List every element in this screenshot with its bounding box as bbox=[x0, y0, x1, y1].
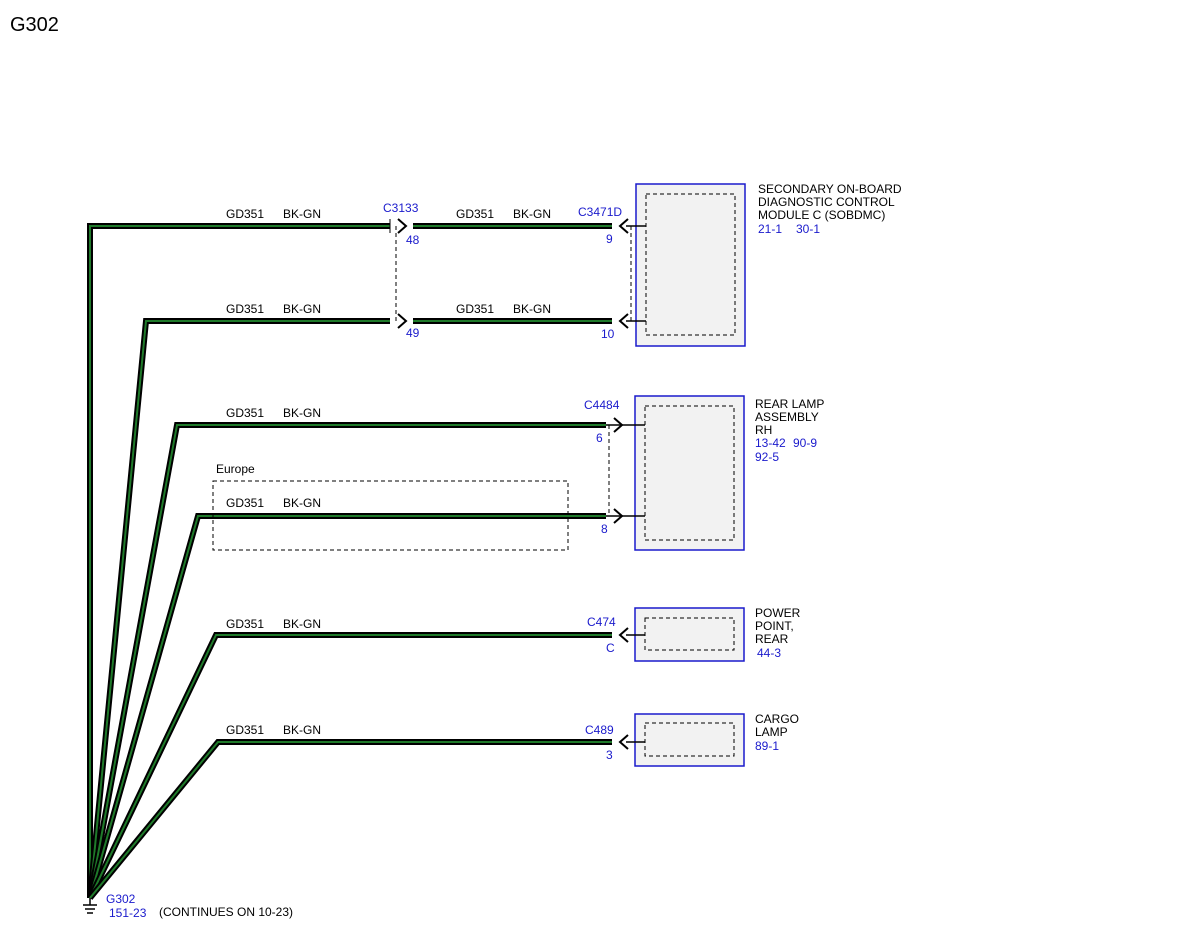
wire-3-circuit: GD351 bbox=[226, 406, 264, 420]
pin-arrow-icon bbox=[618, 313, 629, 329]
wire-1-circuit: GD351 bbox=[226, 207, 264, 221]
rear-lamp-pin-6: 6 bbox=[596, 431, 603, 445]
cargo-lamp-pin-3: 3 bbox=[606, 748, 613, 762]
pin-arrow-icon bbox=[618, 218, 629, 234]
rear-lamp-name-line-2: ASSEMBLY bbox=[755, 410, 819, 424]
wire-group bbox=[87, 223, 612, 900]
wire-4-circuit: GD351 bbox=[226, 496, 264, 510]
rear-lamp-name-line-3: RH bbox=[755, 423, 772, 437]
cargo-lamp-connector: C489 bbox=[585, 723, 614, 737]
component-power-point: C474 C POWER POINT, REAR 44-3 bbox=[587, 606, 801, 662]
wire-1b-color: BK-GN bbox=[513, 207, 551, 221]
ground-note: (CONTINUES ON 10-23) bbox=[159, 905, 293, 919]
wire-6-circuit: GD351 bbox=[226, 723, 264, 737]
connector-arrow-icon bbox=[397, 218, 408, 234]
sobdmc-name-line-1: SECONDARY ON-BOARD bbox=[758, 182, 902, 196]
wire-3 bbox=[87, 422, 606, 899]
wire-1b-circuit: GD351 bbox=[456, 207, 494, 221]
sobdmc-ref-1[interactable]: 21-1 bbox=[758, 222, 782, 236]
rear-lamp-connector: C4484 bbox=[584, 398, 620, 412]
rear-lamp-name-line-1: REAR LAMP bbox=[755, 397, 824, 411]
pin-arrow-icon bbox=[618, 627, 629, 643]
ground-name: G302 bbox=[106, 892, 136, 906]
pin-arrow-icon bbox=[613, 508, 624, 524]
power-point-name-line-2: POINT, bbox=[755, 619, 794, 633]
rear-lamp-ref-1[interactable]: 13-42 bbox=[755, 436, 786, 450]
sobdmc-name-line-2: DIAGNOSTIC CONTROL bbox=[758, 195, 895, 209]
wire-6-color: BK-GN bbox=[283, 723, 321, 737]
power-point-name-line-1: POWER bbox=[755, 606, 801, 620]
pin-arrow-icon bbox=[613, 417, 624, 433]
wire-5-color: BK-GN bbox=[283, 617, 321, 631]
rear-lamp-ref-2[interactable]: 90-9 bbox=[793, 436, 817, 450]
wire-2 bbox=[87, 318, 390, 899]
wire-6 bbox=[87, 739, 612, 900]
rear-lamp-pin-8: 8 bbox=[601, 522, 608, 536]
rear-lamp-ref-3[interactable]: 92-5 bbox=[755, 450, 779, 464]
page-title: G302 bbox=[10, 14, 59, 36]
wire-4-color: BK-GN bbox=[283, 496, 321, 510]
sobdmc-pin-10: 10 bbox=[601, 327, 615, 341]
inline-connector-name: C3133 bbox=[383, 201, 419, 215]
sobdmc-ref-2[interactable]: 30-1 bbox=[796, 222, 820, 236]
inline-connector-c3133: C3133 48 49 bbox=[383, 201, 420, 340]
ground-ref[interactable]: 151-23 bbox=[109, 906, 147, 920]
inline-pin-48: 48 bbox=[406, 233, 420, 247]
wire-5-circuit: GD351 bbox=[226, 617, 264, 631]
cargo-lamp-ref[interactable]: 89-1 bbox=[755, 739, 779, 753]
inline-pin-49: 49 bbox=[406, 326, 420, 340]
wire-2b-circuit: GD351 bbox=[456, 302, 494, 316]
wire-labels: GD351 BK-GN GD351 BK-GN GD351 BK-GN GD35… bbox=[226, 207, 551, 737]
power-point-connector: C474 bbox=[587, 615, 616, 629]
wire-2-circuit: GD351 bbox=[226, 302, 264, 316]
power-point-pin-c: C bbox=[606, 641, 615, 655]
wire-1-color: BK-GN bbox=[283, 207, 321, 221]
wire-4 bbox=[87, 513, 606, 899]
wire-5 bbox=[87, 632, 612, 900]
wire-3-color: BK-GN bbox=[283, 406, 321, 420]
cargo-lamp-name-line-2: LAMP bbox=[755, 725, 788, 739]
component-sobdmc: C3471D 9 10 SECONDARY ON-BOARD DIAGNOSTI… bbox=[578, 182, 902, 347]
ground-icon bbox=[83, 898, 97, 914]
pin-arrow-icon bbox=[618, 734, 629, 750]
cargo-lamp-name-line-1: CARGO bbox=[755, 712, 799, 726]
wire-1 bbox=[87, 223, 390, 898]
wire-2b-color: BK-GN bbox=[513, 302, 551, 316]
component-rear-lamp: C4484 6 8 REAR LAMP ASSEMBLY RH 13-42 90… bbox=[584, 395, 824, 551]
component-cargo-lamp: C489 3 CARGO LAMP 89-1 bbox=[585, 712, 799, 767]
option-box-label: Europe bbox=[216, 462, 255, 476]
connector-arrow-icon bbox=[397, 313, 408, 329]
sobdmc-pin-9: 9 bbox=[606, 232, 613, 246]
option-box-europe: Europe bbox=[212, 462, 569, 551]
sobdmc-connector: C3471D bbox=[578, 205, 622, 219]
ground-g302: G302 151-23 (CONTINUES ON 10-23) bbox=[83, 892, 293, 920]
power-point-ref[interactable]: 44-3 bbox=[757, 646, 781, 660]
wire-2-color: BK-GN bbox=[283, 302, 321, 316]
sobdmc-name-line-3: MODULE C (SOBDMC) bbox=[758, 208, 885, 222]
power-point-name-line-3: REAR bbox=[755, 632, 789, 646]
